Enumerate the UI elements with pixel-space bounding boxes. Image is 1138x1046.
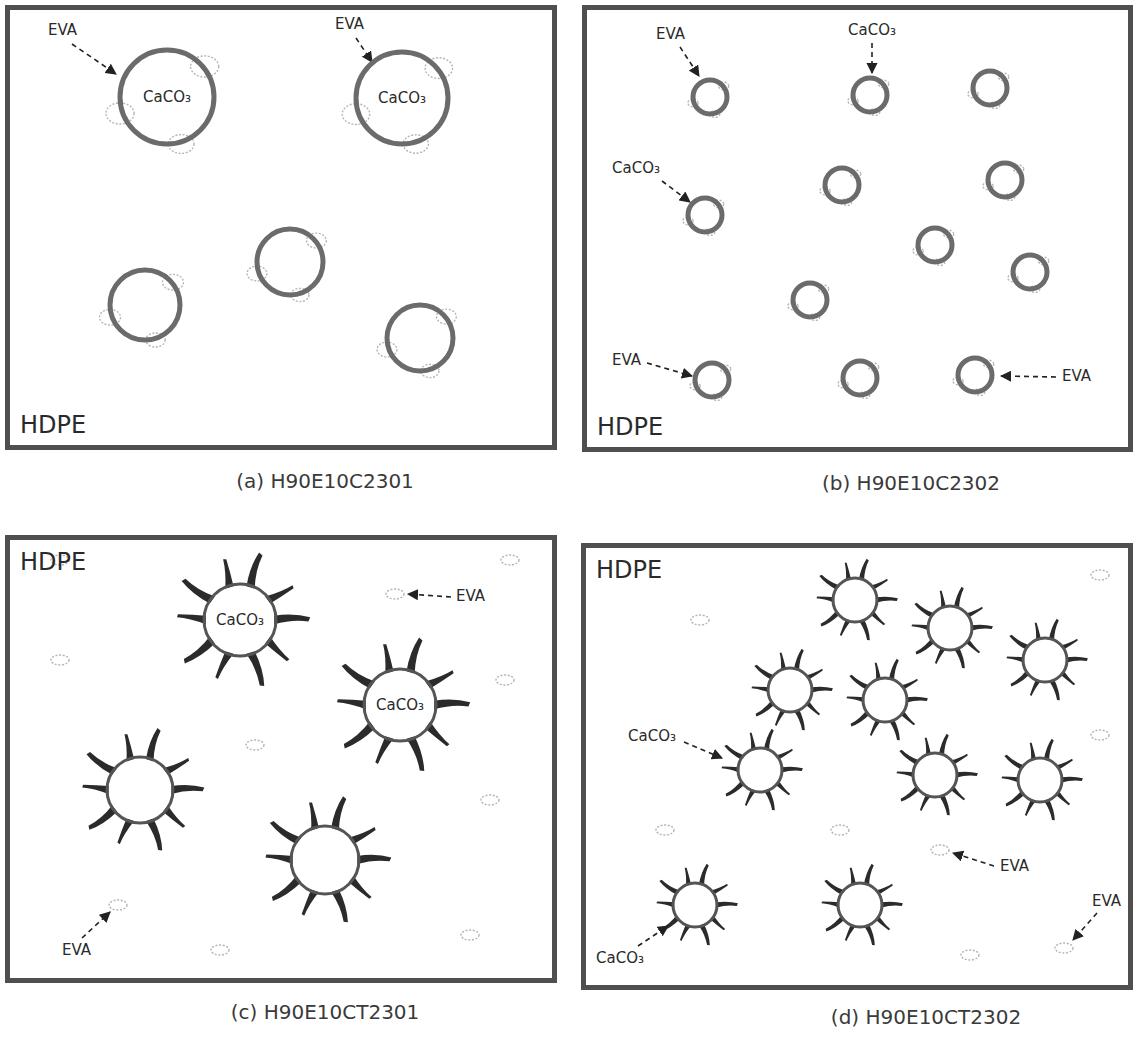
treated-caco3-particle: [722, 728, 803, 811]
leader-arrow: [953, 853, 994, 866]
caco3-particle: [377, 305, 456, 378]
particle-label: CaCO₃: [143, 88, 191, 106]
fiber-spikes: [177, 552, 310, 689]
eva-droplet: [1091, 570, 1109, 580]
morphology-panel: HDPE(d) H90E10CT2302: [581, 543, 1133, 990]
caco3-particle: CaCO₃: [356, 52, 448, 144]
eva-droplet: [109, 900, 127, 910]
eva-droplet: [931, 845, 949, 855]
callout-label: CaCO₃: [612, 160, 660, 177]
particle-ring: [204, 584, 276, 656]
caco3-particle: [690, 363, 731, 400]
matrix-label: HDPE: [20, 411, 86, 439]
particle-ring: [120, 50, 214, 144]
treated-caco3-particle: [912, 586, 993, 669]
caco3-particle: [953, 358, 994, 395]
eva-droplet: [501, 555, 519, 565]
treated-caco3-particle: [817, 558, 898, 641]
particle-label: CaCO₃: [378, 89, 426, 107]
caco3-particle: CaCO₃: [364, 669, 436, 741]
leader-arrow: [408, 594, 451, 597]
callout-label: EVA: [1092, 893, 1121, 910]
panel-caption: (b) H90E10C2302: [822, 471, 1000, 495]
callout-label: EVA: [656, 26, 685, 43]
treated-caco3-particle: [752, 648, 833, 731]
caco3-particle: [1008, 255, 1049, 292]
eva-droplet: [1055, 943, 1073, 953]
caco3-particle: [913, 228, 954, 265]
leader-arrow: [82, 912, 110, 938]
particle-ring: [356, 52, 448, 144]
leader-arrow: [1001, 376, 1056, 377]
leader-arrow: [638, 926, 668, 946]
leader-arrow: [356, 38, 372, 62]
eva-droplet: [961, 950, 979, 960]
eva-droplet: [386, 589, 404, 599]
callout-label: CaCO₃: [596, 950, 644, 967]
eva-droplet: [211, 945, 229, 955]
eva-droplet: [496, 675, 514, 685]
callout-label: EVA: [456, 588, 485, 605]
eva-droplet: [461, 930, 479, 940]
caco3-particle: [820, 168, 861, 205]
callout-label: EVA: [62, 942, 91, 959]
leader-arrow: [871, 43, 873, 73]
callout-label: CaCO₃: [628, 728, 676, 745]
caco3-particle: CaCO₃: [120, 50, 214, 144]
callout-label: EVA: [48, 22, 77, 39]
treated-caco3-particle: [266, 795, 392, 924]
callout-label: EVA: [1062, 368, 1091, 385]
caco3-particle: [247, 229, 326, 302]
caco3-particle: [968, 71, 1009, 108]
callout-label: EVA: [335, 16, 364, 33]
eva-droplet: [656, 825, 674, 835]
panel-caption: (c) H90E10CT2301: [231, 1000, 420, 1024]
caco3-particle: [983, 163, 1024, 200]
treated-caco3-particle: [657, 863, 738, 946]
particle-label: CaCO₃: [216, 611, 264, 629]
treated-caco3-particle: [1002, 738, 1083, 821]
matrix-label: HDPE: [20, 548, 86, 576]
callout-label: CaCO₃: [848, 22, 896, 39]
treated-caco3-particle: [847, 658, 928, 741]
eva-droplet: [691, 615, 709, 625]
panel-caption: (a) H90E10C2301: [236, 469, 414, 493]
leader-arrow: [680, 47, 699, 76]
treated-caco3-particle: [1007, 618, 1088, 701]
treated-caco3-particle: [82, 727, 204, 852]
morphology-panel: HDPE(b) H90E10C2302: [582, 5, 1133, 452]
eva-droplet: [481, 795, 499, 805]
leader-arrow: [647, 363, 692, 376]
matrix-label: HDPE: [596, 556, 662, 584]
eva-droplet: [1091, 730, 1109, 740]
leader-arrow: [1073, 913, 1097, 940]
caco3-particle: [683, 198, 724, 235]
eva-droplet: [51, 655, 69, 665]
matrix-label: HDPE: [597, 413, 663, 441]
treated-caco3-particle: [822, 863, 903, 946]
particle-label: CaCO₃: [376, 696, 424, 714]
treated-caco3-particle: [897, 733, 978, 816]
leader-arrow: [662, 181, 690, 202]
caco3-particle: [688, 80, 729, 117]
eva-droplet: [831, 825, 849, 835]
eva-droplet: [246, 740, 264, 750]
callout-label: EVA: [1000, 858, 1029, 875]
morphology-panel: HDPE(a) H90E10C2301CaCO₃CaCO₃: [5, 5, 557, 450]
leader-arrow: [684, 742, 722, 758]
fiber-spikes: [337, 637, 470, 774]
caco3-particle: CaCO₃: [204, 584, 276, 656]
leader-arrow: [72, 44, 116, 74]
caco3-particle: [838, 361, 879, 398]
caco3-particle: [100, 270, 184, 347]
particle-ring: [364, 669, 436, 741]
caco3-particle: [848, 78, 889, 115]
panel-caption: (d) H90E10CT2302: [831, 1005, 1021, 1029]
caco3-particle: [788, 283, 829, 320]
callout-label: EVA: [612, 352, 641, 369]
